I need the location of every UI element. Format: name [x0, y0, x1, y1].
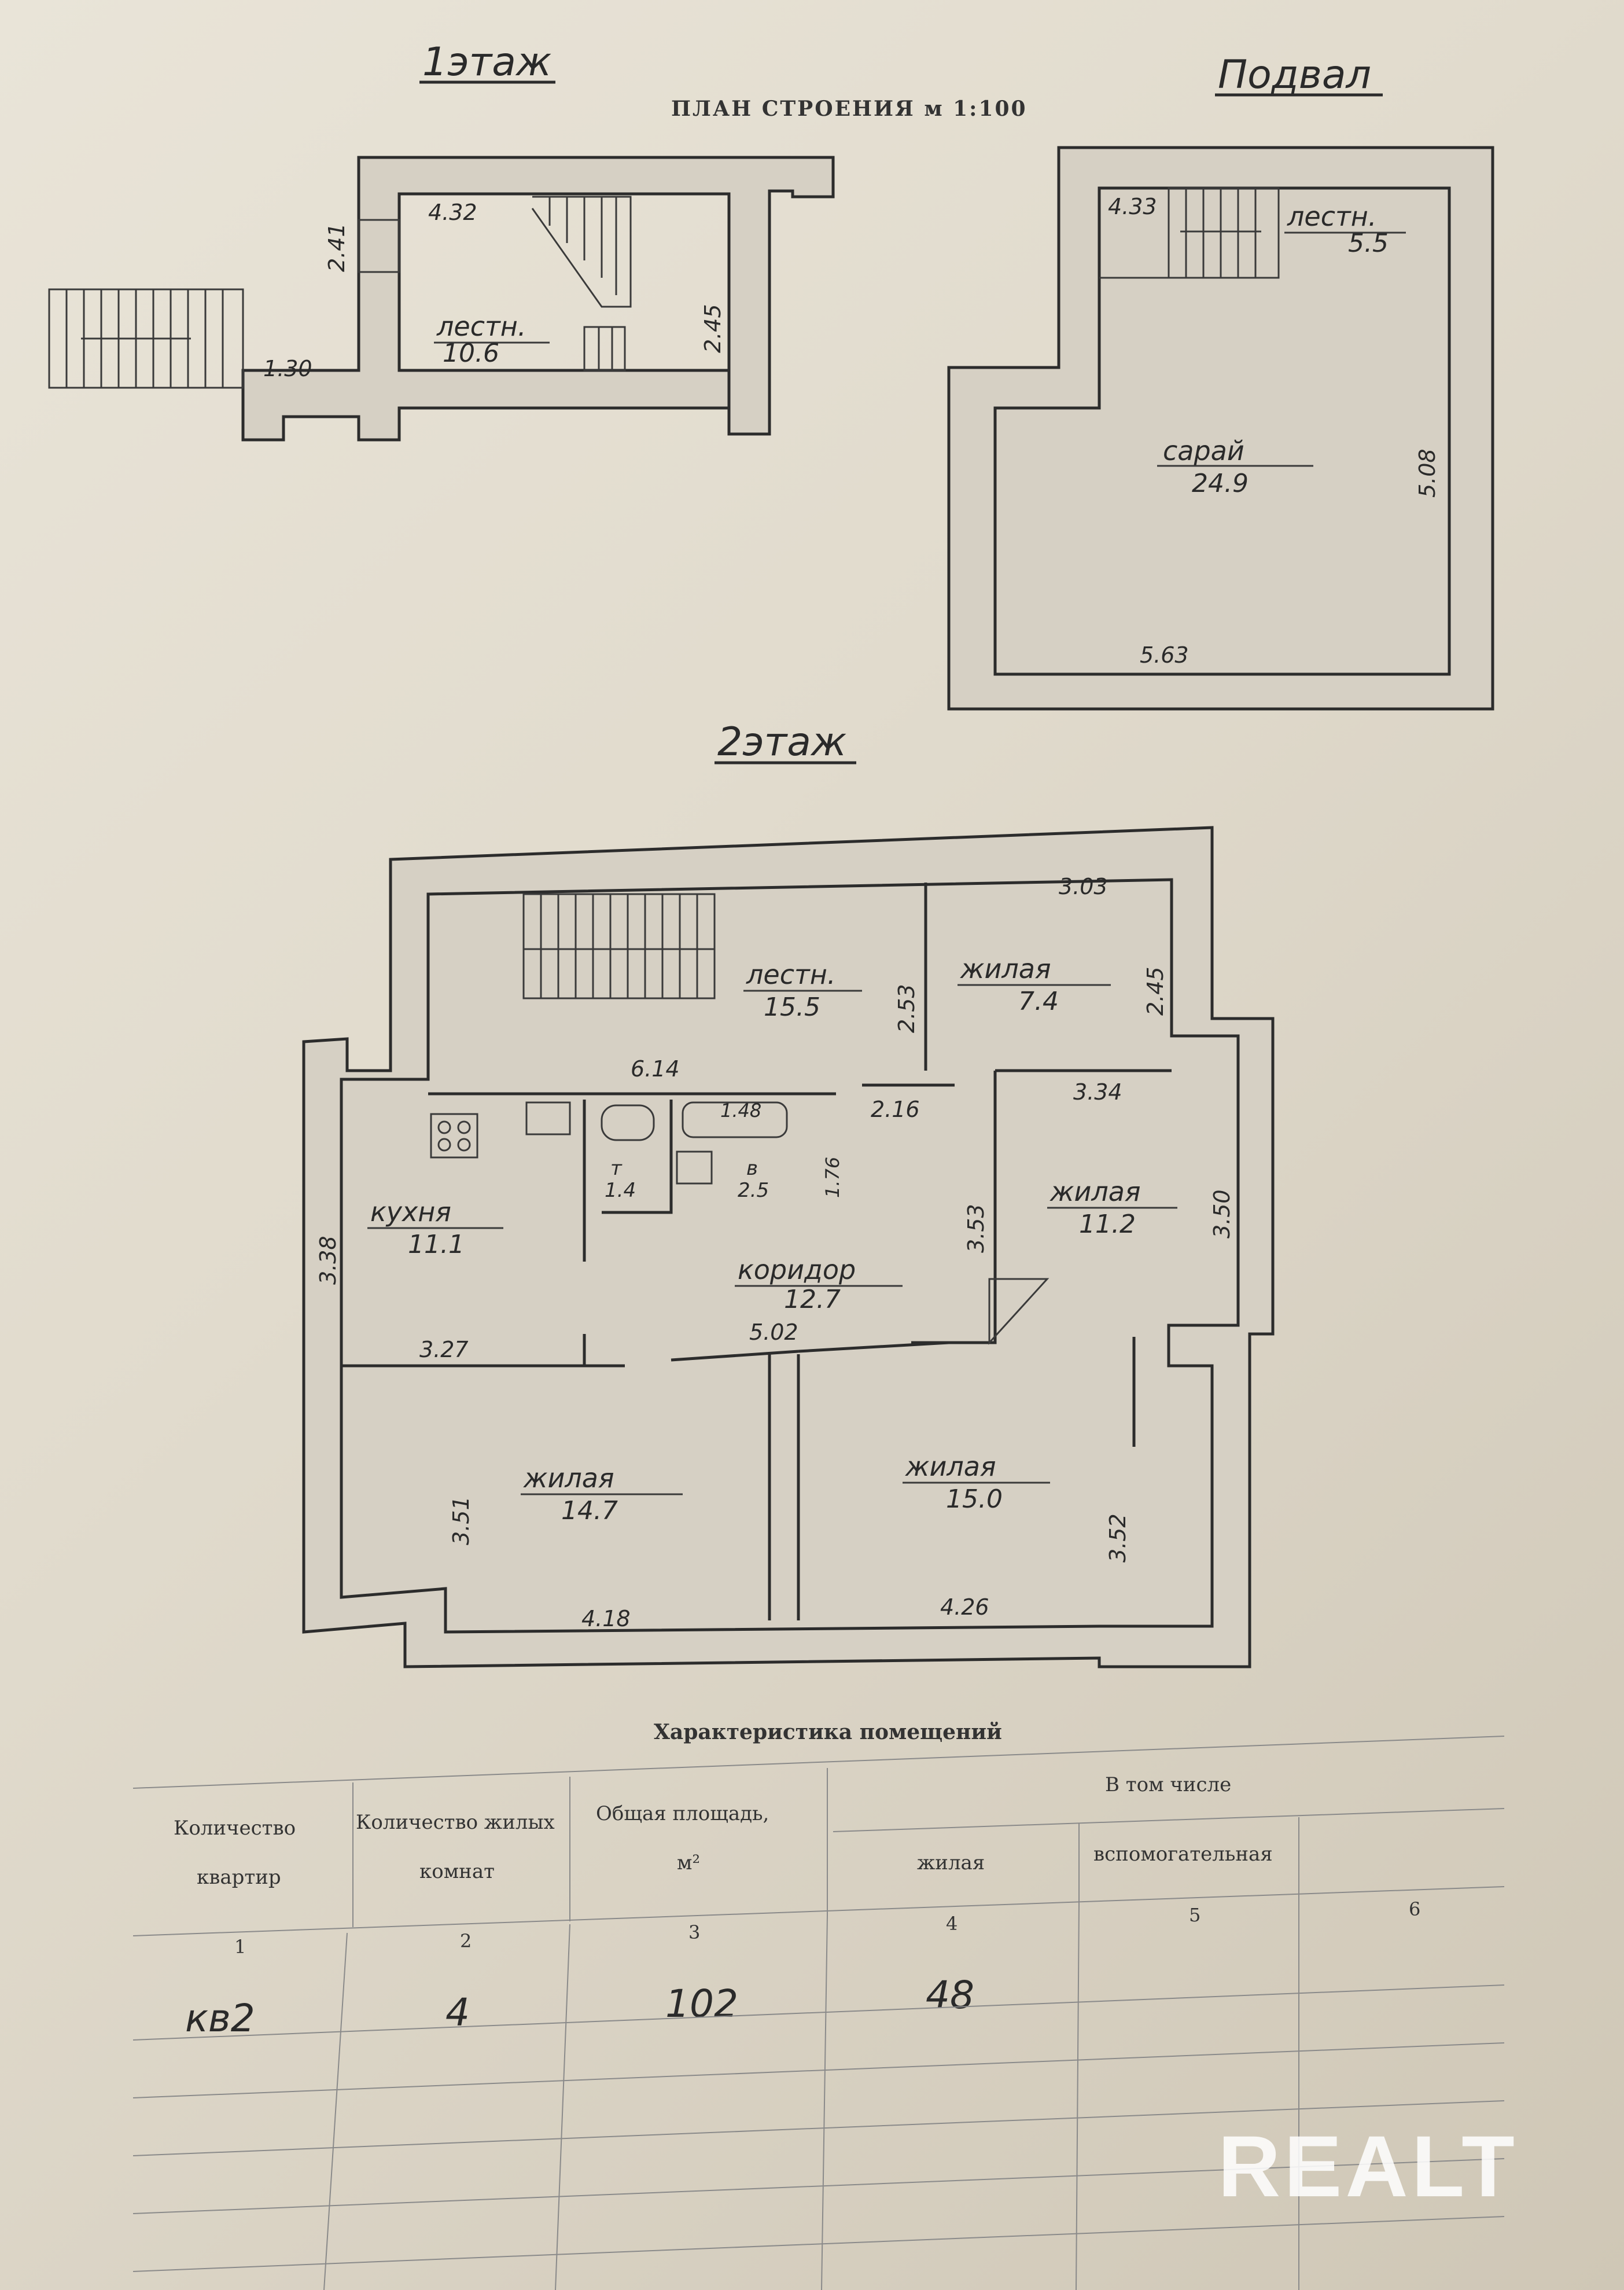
floor2-dim: 3.53 [963, 1204, 989, 1253]
room-area: 11.2 [1079, 1210, 1136, 1239]
room-name: т [610, 1157, 623, 1180]
floor1-room-area: 10.6 [443, 339, 499, 368]
basement-stair-area: 5.5 [1348, 229, 1389, 258]
toilet-fixture [601, 1104, 655, 1141]
floor2-label: 2этаж [717, 719, 846, 765]
floor1-dim: 2.45 [700, 304, 726, 353]
floor2-dim: 2.53 [894, 984, 919, 1033]
col5-header: вспомогательная [1093, 1843, 1273, 1866]
floor1-window [358, 219, 400, 273]
room-name: жилая [960, 953, 1051, 984]
room-name: жилая [523, 1462, 614, 1494]
basement-stairs [1099, 187, 1280, 279]
col-number: 3 [688, 1921, 700, 1943]
row-living-area: 48 [926, 1973, 974, 2017]
basement-label: Подвал [1218, 52, 1371, 98]
group-header: В том числе [1105, 1773, 1231, 1796]
room-name: в [746, 1157, 758, 1180]
floor2-dim: 3.38 [315, 1236, 341, 1285]
floor2-dim: 3.34 [1073, 1079, 1122, 1105]
floor2-dim: 3.52 [1105, 1513, 1130, 1563]
floor1-dim: 4.32 [428, 200, 477, 225]
floor2-dim: 1.48 [720, 1100, 761, 1122]
floor1-room-name: лестн. [436, 311, 526, 342]
floor2-dim: 5.02 [749, 1319, 798, 1345]
row-living-rooms: 4 [445, 1990, 470, 2035]
room-name: жилая [905, 1451, 996, 1482]
room-area: 14.7 [561, 1496, 618, 1526]
floor1-dim: 1.30 [263, 356, 312, 381]
row-total-area: 102 [665, 1982, 738, 2026]
room-area: 11.1 [408, 1230, 465, 1259]
floor1-dim: 2.41 [324, 223, 349, 272]
room-name: жилая [1049, 1176, 1141, 1207]
floor2-dim: 3.50 [1209, 1189, 1235, 1238]
room-area: 12.7 [784, 1285, 841, 1314]
table-title: Характеристика помещений [654, 1720, 1002, 1744]
floor2-dim: 2.16 [871, 1097, 920, 1122]
basement-shed-area: 24.9 [1192, 469, 1249, 498]
col-number: 4 [946, 1913, 958, 1935]
row-apartments: кв2 [185, 1996, 255, 2041]
floor2-dim: 1.76 [822, 1157, 844, 1198]
room-area: 7.4 [1018, 987, 1059, 1016]
bath-fixture [682, 1101, 788, 1138]
col-number: 5 [1189, 1904, 1200, 1926]
floor2-dim: 3.03 [1059, 874, 1108, 899]
rooms-characteristics-table: Характеристика помещений Количество квар… [132, 1720, 1505, 2290]
floor2-dim: 3.51 [448, 1496, 474, 1545]
col2-header: Количество жилых [356, 1811, 555, 1834]
realt-watermark: REALT [1218, 2118, 1518, 2215]
basement-plan: 4.33 лестн. 5.5 сарай 24.9 5.63 5.08 [947, 146, 1494, 711]
stove-fixture [430, 1113, 478, 1159]
basement-dim: 5.08 [1415, 449, 1440, 498]
col4-header: жилая [917, 1851, 985, 1874]
plan-title: ПЛАН СТРОЕНИЯ м 1:100 [671, 97, 1028, 121]
floor2-stairs [522, 893, 716, 999]
floor2-dim: 4.26 [940, 1594, 989, 1620]
floor2-dim: 2.45 [1143, 966, 1168, 1016]
floor2-plan: лестн. 15.5 жилая 7.4 жилая 11.2 кухня 1… [302, 826, 1275, 1668]
col2-header: комнат [419, 1860, 495, 1883]
room-name: кухня [370, 1196, 451, 1227]
room-area: 1.4 [605, 1179, 636, 1202]
floor1-stairs [531, 196, 632, 372]
sink-fixture [676, 1150, 713, 1185]
floor1-exterior-stair [48, 288, 244, 389]
col3-header: м² [677, 1851, 700, 1874]
room-name: коридор [738, 1254, 856, 1285]
col-number: 6 [1409, 1898, 1420, 1920]
col1-header: квартир [197, 1866, 281, 1889]
room-area: 15.0 [946, 1484, 1003, 1514]
col1-header: Количество [174, 1817, 296, 1840]
room-area: 15.5 [764, 993, 820, 1022]
floor2-dim: 3.27 [419, 1337, 469, 1362]
basement-dim: 5.63 [1140, 642, 1189, 668]
floor2-dim: 4.18 [581, 1606, 631, 1631]
floor1-label: 1этаж [422, 39, 551, 85]
col-number: 1 [234, 1936, 246, 1958]
kitchen-sink-fixture [525, 1101, 571, 1135]
basement-dim: 4.33 [1108, 194, 1157, 219]
room-area: 2.5 [738, 1179, 769, 1202]
room-name: лестн. [746, 959, 836, 990]
floor1-plan: 4.32 2.41 2.45 1.30 лестн. 10.6 [48, 156, 835, 442]
floor2-dim: 6.14 [631, 1056, 680, 1082]
col3-header: Общая площадь, [596, 1802, 769, 1825]
basement-stair-name: лестн. [1287, 201, 1377, 232]
basement-shed-name: сарай [1163, 435, 1244, 466]
col-number: 2 [460, 1930, 472, 1952]
